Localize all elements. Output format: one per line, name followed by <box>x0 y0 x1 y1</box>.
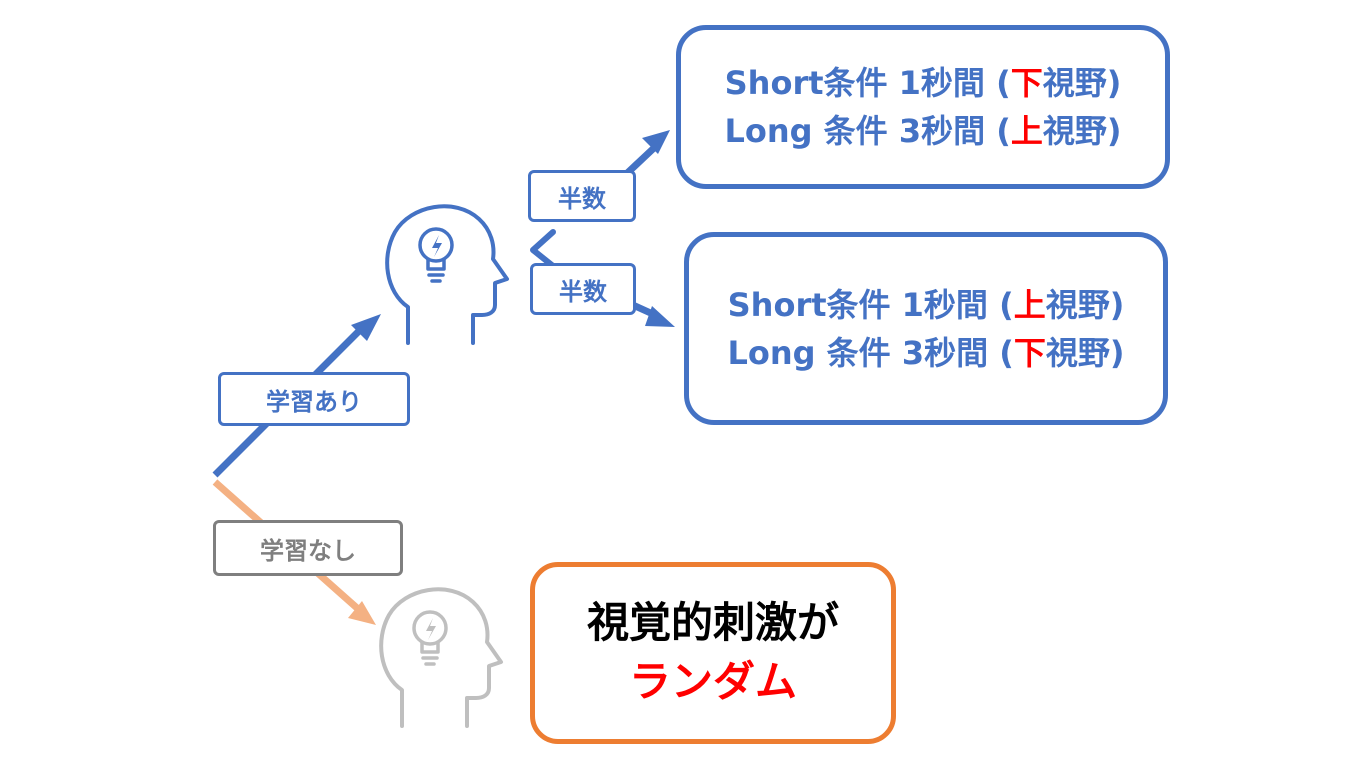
label-learning-yes: 学習あり <box>218 372 410 426</box>
arrowhead-learning-yes <box>351 314 381 341</box>
condition-text: 視野) <box>1042 112 1122 150</box>
label-half-top: 半数 <box>528 170 636 222</box>
condition-line-long: Long 条件 3秒間 (上視野) <box>724 107 1121 155</box>
visual-field-highlight: 上 <box>1013 285 1046 324</box>
head-with-lightbulb-icon-gray <box>379 587 503 728</box>
condition-text: 視野) <box>1045 333 1125 372</box>
condition-line-long: Long 条件 3秒間 (下視野) <box>727 329 1124 377</box>
condition-line-short: Short条件 1秒間 (下視野) <box>725 59 1122 107</box>
label-learning-no: 学習なし <box>213 520 403 576</box>
condition-text: Long 条件 3秒間 ( <box>727 333 1014 372</box>
result-box-random: 視覚的刺激が ランダム <box>530 562 896 744</box>
label-half-bottom: 半数 <box>530 263 636 315</box>
arrowhead-upper-branch <box>642 130 670 154</box>
result-text-line1: 視覚的刺激が <box>586 598 839 648</box>
condition-box-upper: Short条件 1秒間 (下視野) Long 条件 3秒間 (上視野) <box>676 25 1170 189</box>
condition-text: Short条件 1秒間 ( <box>727 285 1014 324</box>
arrowhead-learning-no <box>348 601 376 625</box>
condition-box-lower: Short条件 1秒間 (上視野) Long 条件 3秒間 (下視野) <box>684 232 1168 425</box>
condition-text: 視野) <box>1045 285 1125 324</box>
head-with-lightbulb-icon <box>385 204 509 345</box>
visual-field-highlight: 下 <box>1010 64 1043 102</box>
arrowhead-lower-branch <box>645 306 675 327</box>
condition-text: 視野) <box>1042 64 1122 102</box>
result-text-line2: ランダム <box>628 657 797 706</box>
visual-field-highlight: 下 <box>1013 333 1046 372</box>
condition-line-short: Short条件 1秒間 (上視野) <box>728 281 1125 329</box>
visual-field-highlight: 上 <box>1010 112 1043 150</box>
condition-text: Long 条件 3秒間 ( <box>724 112 1011 150</box>
condition-text: Short条件 1秒間 ( <box>724 64 1011 102</box>
arrow-split-zigzag <box>530 229 556 269</box>
